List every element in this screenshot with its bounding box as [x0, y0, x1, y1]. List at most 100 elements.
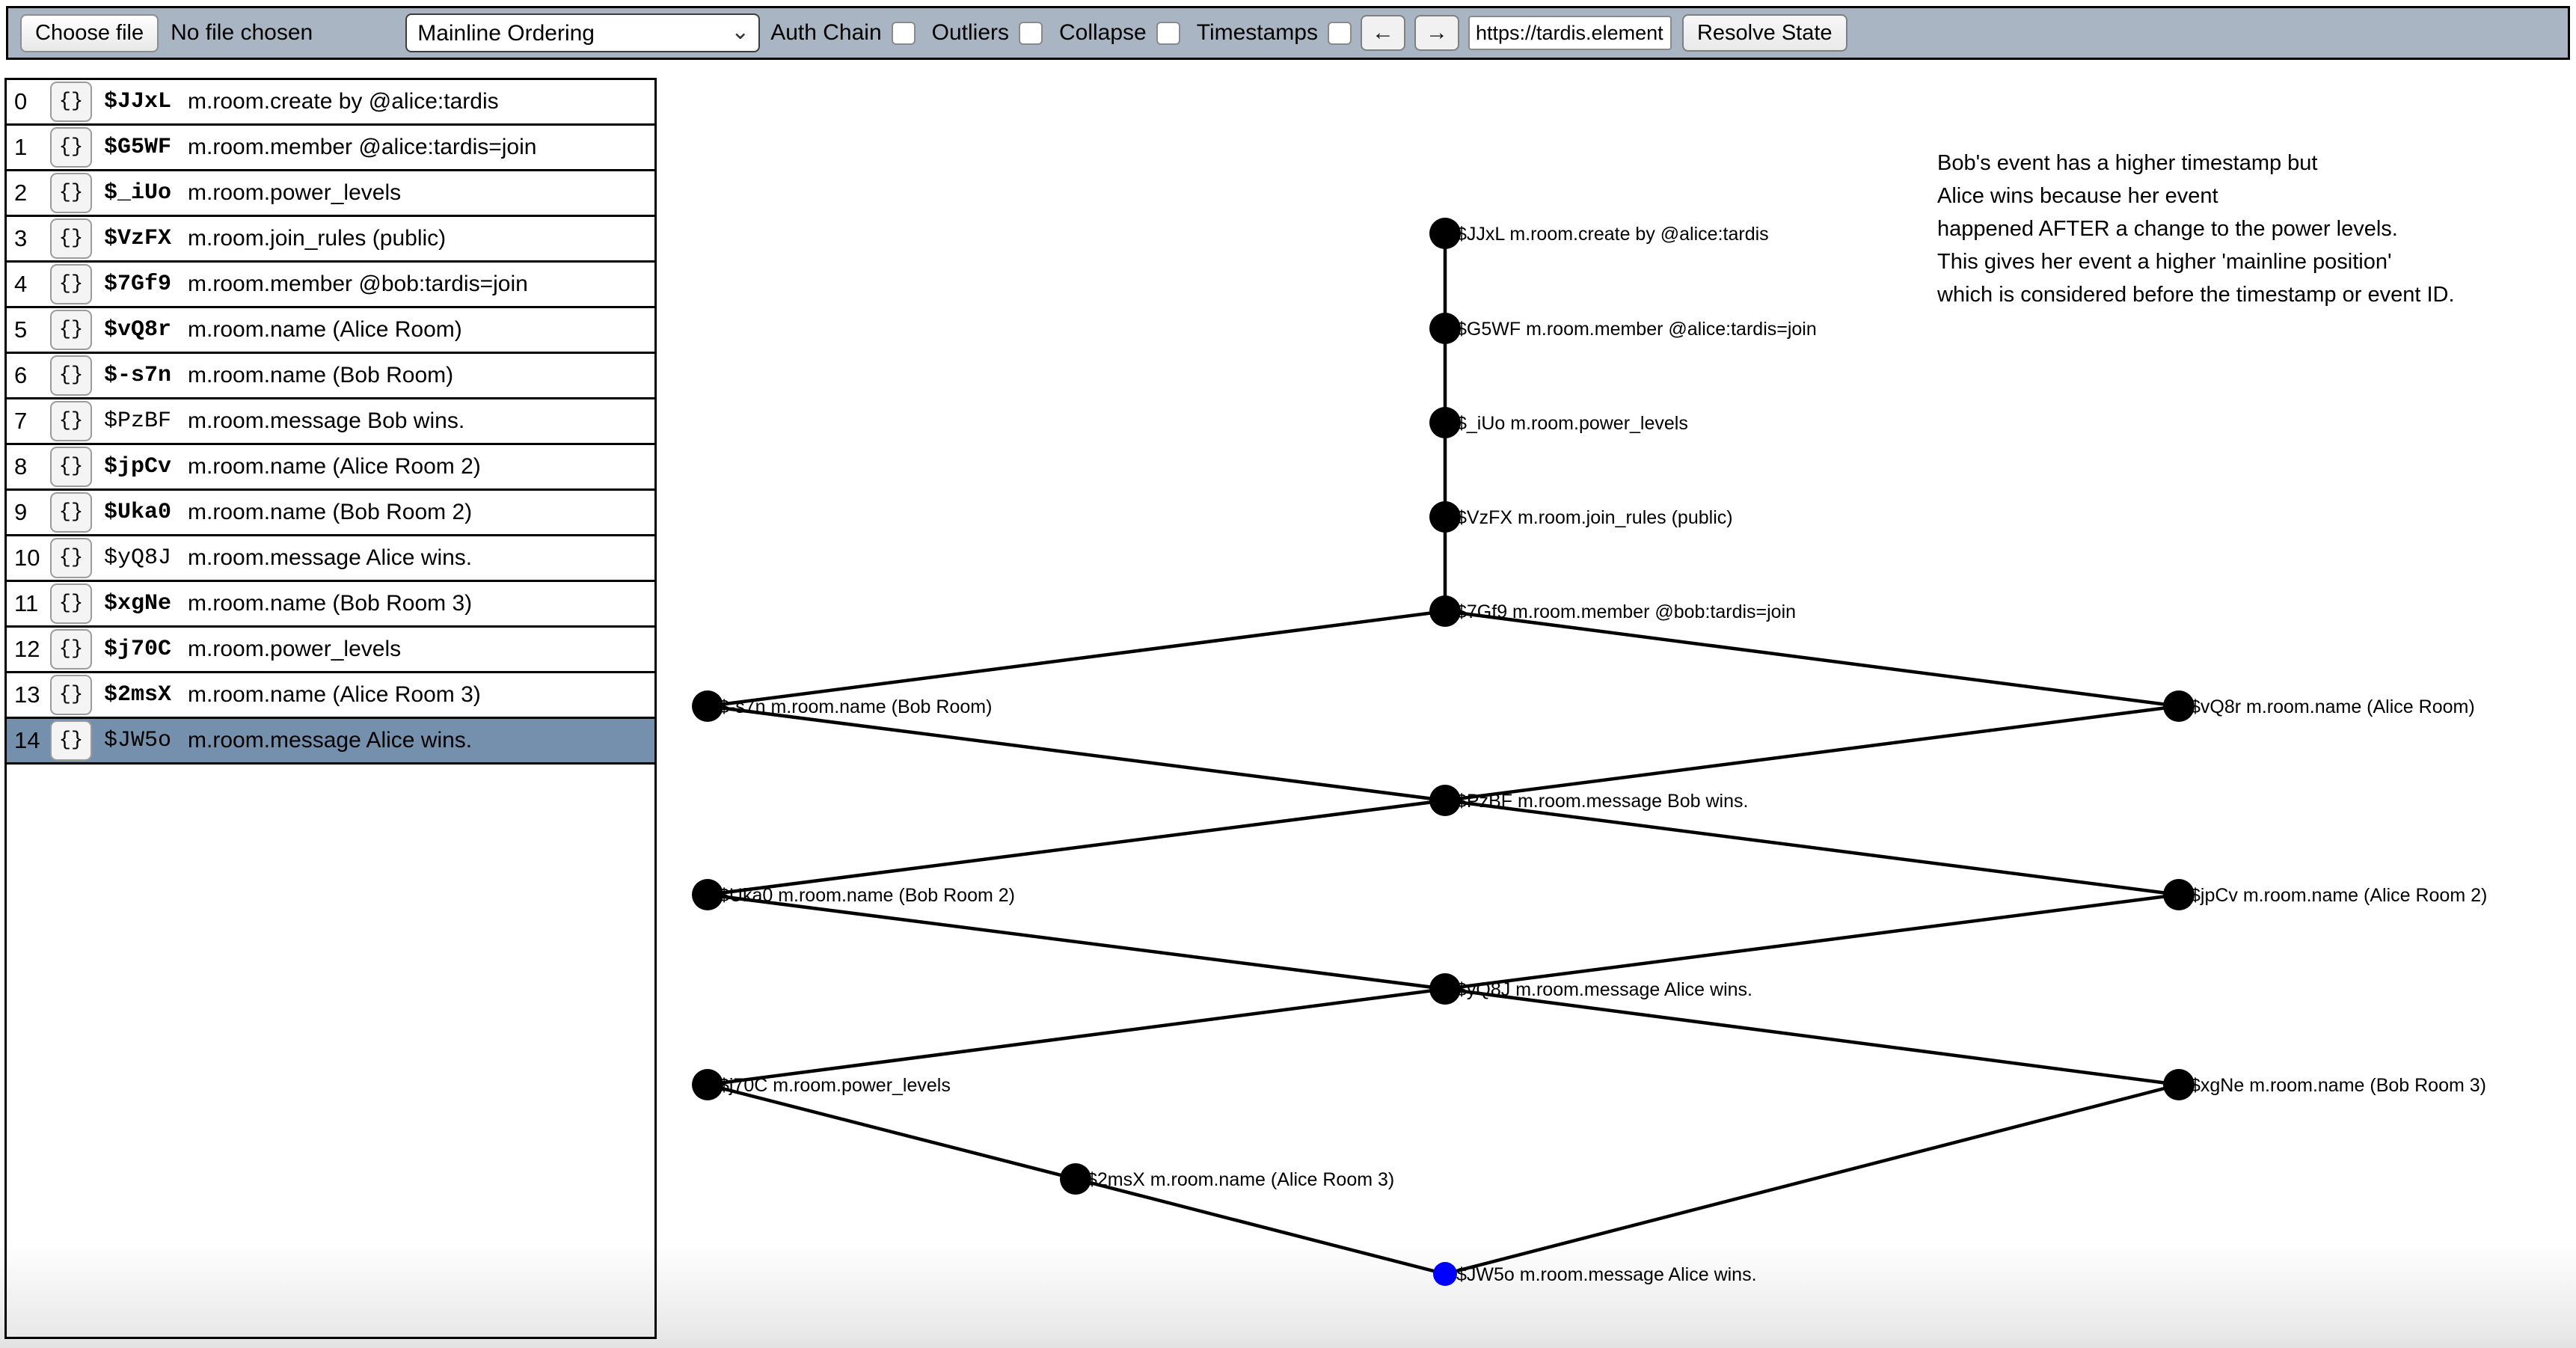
event-index: 4	[14, 271, 28, 297]
event-description: m.room.message Bob wins.	[188, 408, 465, 433]
event-json-button[interactable]: {}	[50, 401, 92, 441]
event-json-button[interactable]: {}	[50, 264, 92, 304]
dag-node-label: $_iUo m.room.power_levels	[1456, 413, 1688, 434]
event-index: 10	[14, 545, 40, 571]
event-json-button[interactable]: {}	[50, 538, 92, 578]
dag-edge	[1444, 704, 2180, 803]
dag-node-$JW5o[interactable]	[1433, 1262, 1457, 1286]
dag-node-$-s7n[interactable]	[692, 690, 723, 722]
dag-node-label: $VzFX m.room.join_rules (public)	[1456, 507, 1733, 528]
event-row-8[interactable]: 8 {} $jpCv m.room.name (Alice Room 2)	[7, 445, 654, 491]
auth-chain-checkbox[interactable]	[891, 21, 916, 45]
file-status-text: No file chosen	[171, 20, 313, 45]
dag-node-$G5WF[interactable]	[1429, 313, 1461, 344]
dag-edge	[1444, 609, 2180, 708]
back-button[interactable]: ←	[1360, 15, 1405, 51]
checkbox-label-timestamps: Timestamps	[1196, 20, 1318, 45]
event-id: $-s7n	[104, 363, 172, 388]
event-json-button[interactable]: {}	[50, 173, 92, 213]
event-index: 14	[14, 727, 40, 753]
event-description: m.room.member @bob:tardis=join	[188, 272, 528, 296]
annotation-line-4: This gives her event a higher 'mainline …	[1937, 250, 2392, 274]
dag-node-$vQ8r[interactable]	[2163, 690, 2195, 722]
dag-edge	[707, 987, 1446, 1087]
event-id: $JJxL	[104, 89, 172, 114]
checkbox-label-auth-chain: Auth Chain	[770, 20, 882, 45]
dag-node-label: $2msX m.room.name (Alice Room 3)	[1087, 1169, 1394, 1190]
dag-node-$jpCv[interactable]	[2163, 879, 2195, 910]
dag-node-$PzBF[interactable]	[1429, 785, 1461, 816]
dag-node-$2msX[interactable]	[1060, 1163, 1091, 1195]
event-id: $jpCv	[104, 454, 172, 480]
event-id: $G5WF	[104, 135, 172, 160]
event-json-button[interactable]: {}	[50, 355, 92, 396]
dag-node-label: $7Gf9 m.room.member @bob:tardis=join	[1456, 601, 1796, 622]
dag-node-label: $Uka0 m.room.name (Bob Room 2)	[719, 885, 1015, 906]
event-json-button[interactable]: {}	[50, 82, 92, 122]
annotation-line-2: Alice wins because her event	[1937, 184, 2218, 208]
event-description: m.room.name (Alice Room 2)	[188, 454, 481, 479]
dag-node-$VzFX[interactable]	[1429, 501, 1461, 533]
ordering-select[interactable]: Mainline Ordering	[405, 13, 761, 52]
timestamps-checkbox[interactable]	[1327, 21, 1352, 45]
event-json-button[interactable]: {}	[50, 310, 92, 350]
dag-edge	[1444, 798, 2180, 897]
event-json-button[interactable]: {}	[50, 583, 92, 624]
collapse-checkbox[interactable]	[1156, 21, 1180, 45]
dag-edge	[1444, 987, 2180, 1087]
dag-node-$Uka0[interactable]	[692, 879, 723, 910]
checkbox-item-auth-chain: Auth Chain	[770, 20, 916, 46]
dag-node-label: $G5WF m.room.member @alice:tardis=join	[1456, 319, 1817, 340]
forward-button[interactable]: →	[1414, 15, 1459, 51]
dag-edge	[1444, 892, 2180, 991]
event-id: $Uka0	[104, 500, 172, 525]
dag-edge	[1075, 1177, 1446, 1276]
event-index: 5	[14, 316, 28, 343]
url-input[interactable]	[1468, 16, 1672, 50]
toolbar: Choose file No file chosen Mainline Orde…	[6, 6, 2570, 60]
event-index: 11	[14, 590, 39, 616]
dag-node-$xgNe[interactable]	[2163, 1069, 2195, 1100]
dag-edge	[707, 609, 1446, 708]
dag-node-$JJxL[interactable]	[1429, 218, 1461, 249]
event-description: m.room.name (Bob Room 3)	[188, 591, 473, 616]
event-index: 8	[14, 453, 28, 480]
event-json-button[interactable]: {}	[50, 492, 92, 533]
dag-node-$_iUo[interactable]	[1429, 407, 1461, 438]
event-index: 7	[14, 408, 28, 434]
event-json-button[interactable]: {}	[50, 127, 92, 168]
dag-node-$j70C[interactable]	[692, 1069, 723, 1100]
event-description: m.room.join_rules (public)	[188, 226, 447, 251]
choose-file-button[interactable]: Choose file	[20, 13, 159, 52]
event-json-button[interactable]: {}	[50, 447, 92, 487]
annotation-line-5: which is considered before the timestamp…	[1937, 283, 2455, 307]
checkbox-label-collapse: Collapse	[1059, 20, 1147, 45]
event-json-button[interactable]: {}	[50, 629, 92, 670]
resolve-state-button[interactable]: Resolve State	[1681, 14, 1847, 52]
dag-node-$7Gf9[interactable]	[1429, 595, 1461, 627]
event-json-button[interactable]: {}	[50, 218, 92, 259]
dag-node-$yQ8J[interactable]	[1429, 973, 1461, 1005]
dag-node-label: $j70C m.room.power_levels	[719, 1075, 951, 1096]
ordering-select-wrap: Mainline Ordering ⌄	[405, 13, 761, 52]
event-json-button[interactable]: {}	[50, 675, 92, 715]
outliers-checkbox[interactable]	[1019, 21, 1043, 45]
dag-node-label: $jpCv m.room.name (Alice Room 2)	[2190, 885, 2487, 906]
event-json-button[interactable]: {}	[50, 720, 92, 761]
dag-edge	[707, 798, 1446, 897]
event-index: 6	[14, 362, 28, 388]
